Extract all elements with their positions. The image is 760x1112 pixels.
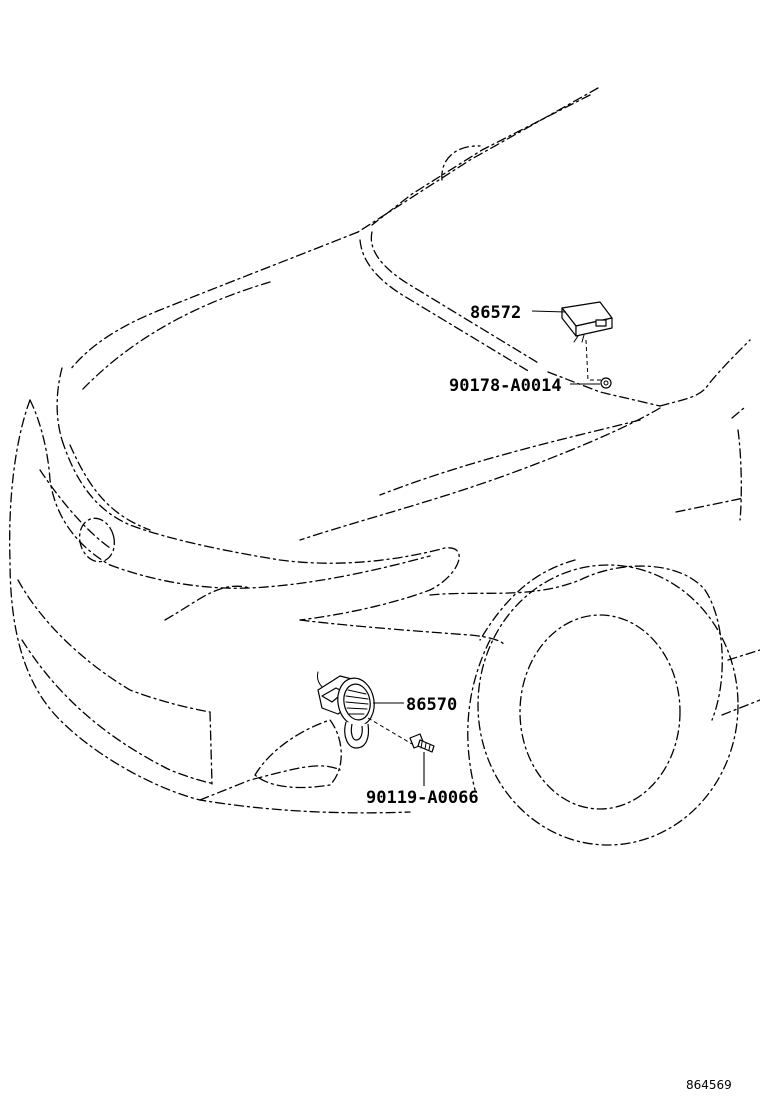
- label-86570: 86570: [406, 695, 457, 715]
- horn-86570-drawing: [317, 671, 413, 749]
- nut-90178-drawing: [600, 377, 612, 389]
- vehicle-outline: [9, 87, 760, 846]
- sensor-86572-drawing: [561, 301, 613, 381]
- label-90119-A0066: 90119-A0066: [366, 788, 479, 808]
- illustration-number: 864569: [686, 1078, 732, 1092]
- label-86572: 86572: [470, 303, 521, 323]
- label-90178-A0014: 90178-A0014: [449, 376, 562, 396]
- bolt-90119-drawing: [409, 733, 435, 753]
- leader-lines: [373, 310, 600, 786]
